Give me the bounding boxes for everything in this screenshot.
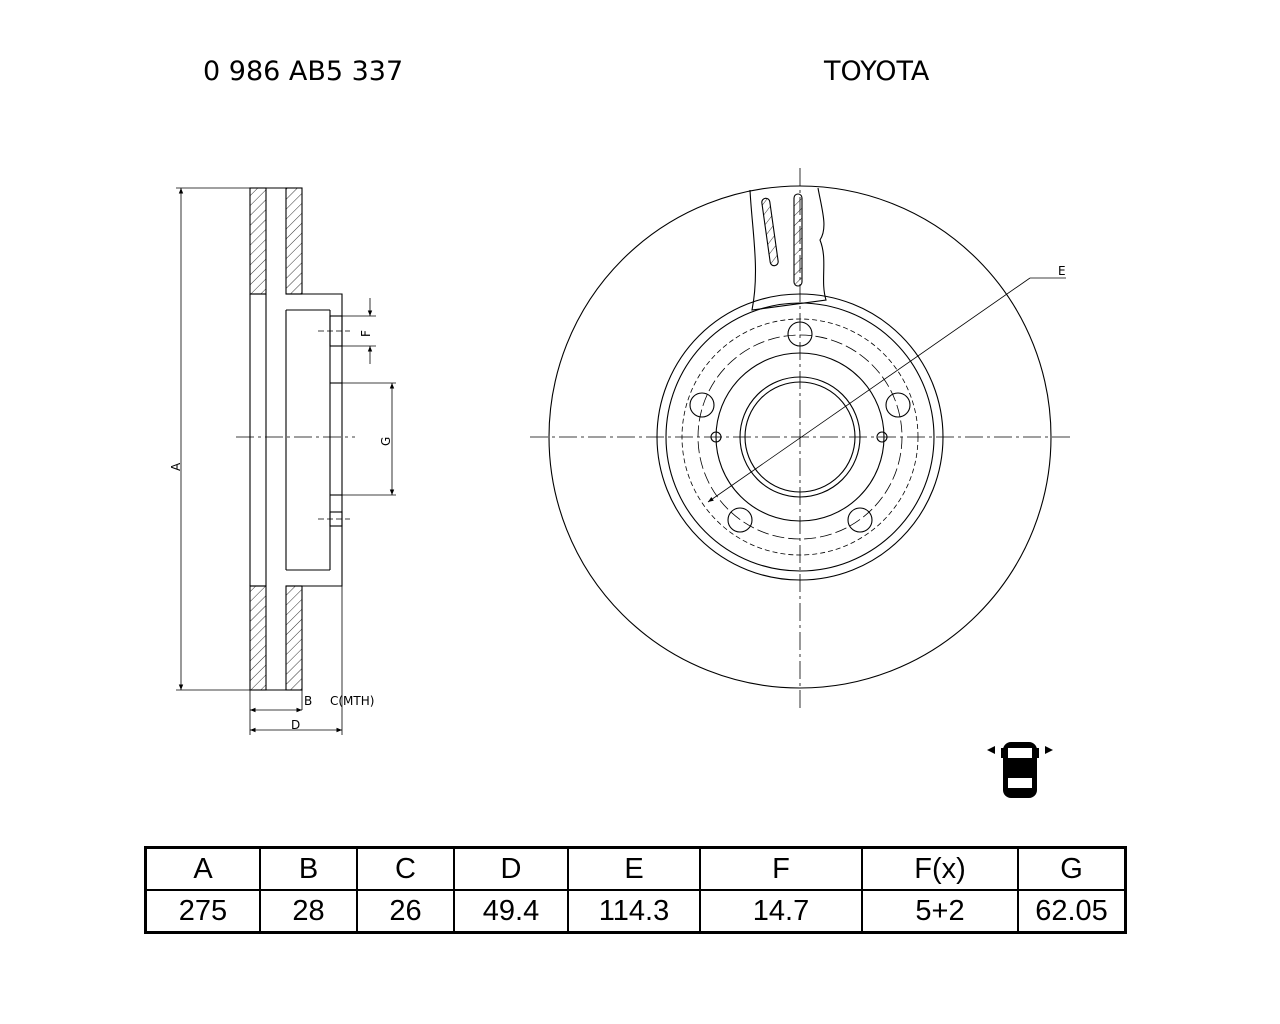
bolt-hole	[727, 507, 753, 533]
spec-value: 14.7	[699, 889, 863, 934]
spec-value: 114.3	[567, 889, 701, 934]
dimension-lines	[176, 187, 396, 735]
dim-label-g: G	[379, 437, 393, 446]
dim-label-c: C(MTH)	[330, 694, 374, 708]
spec-value-row: 275 28 26 49.4 114.3 14.7 5+2 62.05	[144, 889, 1127, 934]
dim-label-d: D	[291, 718, 300, 732]
spec-header: F	[699, 846, 863, 891]
spec-table: A B C D E F F(x) G 275 28 26 49.4 114.3 …	[144, 846, 1127, 934]
spec-header: C	[356, 846, 455, 891]
spec-header: E	[567, 846, 701, 891]
spec-header: A	[144, 846, 261, 891]
spec-value: 26	[356, 889, 455, 934]
side-section-view	[236, 187, 355, 691]
dimension-labels: A G F B C(MTH) D E	[169, 264, 1066, 732]
spec-header: F(x)	[861, 846, 1019, 891]
spec-value: 275	[144, 889, 261, 934]
spec-value: 49.4	[453, 889, 569, 934]
friction-plate-inner-top	[249, 187, 267, 295]
friction-plate-inner-bottom	[249, 585, 267, 691]
friction-plate-outer-top	[285, 187, 303, 295]
bolt-hole	[885, 392, 911, 418]
spec-value: 62.05	[1017, 889, 1127, 934]
spec-header-row: A B C D E F F(x) G	[144, 846, 1127, 891]
spec-header: B	[259, 846, 358, 891]
car-front-axle-icon	[987, 742, 1053, 798]
bolt-hole	[689, 392, 715, 418]
spec-value: 28	[259, 889, 358, 934]
friction-plate-outer-bottom	[285, 585, 303, 691]
dim-label-b: B	[304, 694, 312, 708]
spec-value: 5+2	[861, 889, 1019, 934]
part-number: 0 986 AB5 337	[203, 56, 404, 87]
dim-label-e: E	[1058, 264, 1066, 278]
spec-header: G	[1017, 846, 1127, 891]
dim-label-a: A	[169, 462, 183, 471]
brand-name: TOYOTA	[824, 56, 930, 87]
front-view	[530, 168, 1070, 708]
bolt-hole	[847, 507, 873, 533]
spec-header: D	[453, 846, 569, 891]
dim-label-f: F	[359, 330, 373, 337]
